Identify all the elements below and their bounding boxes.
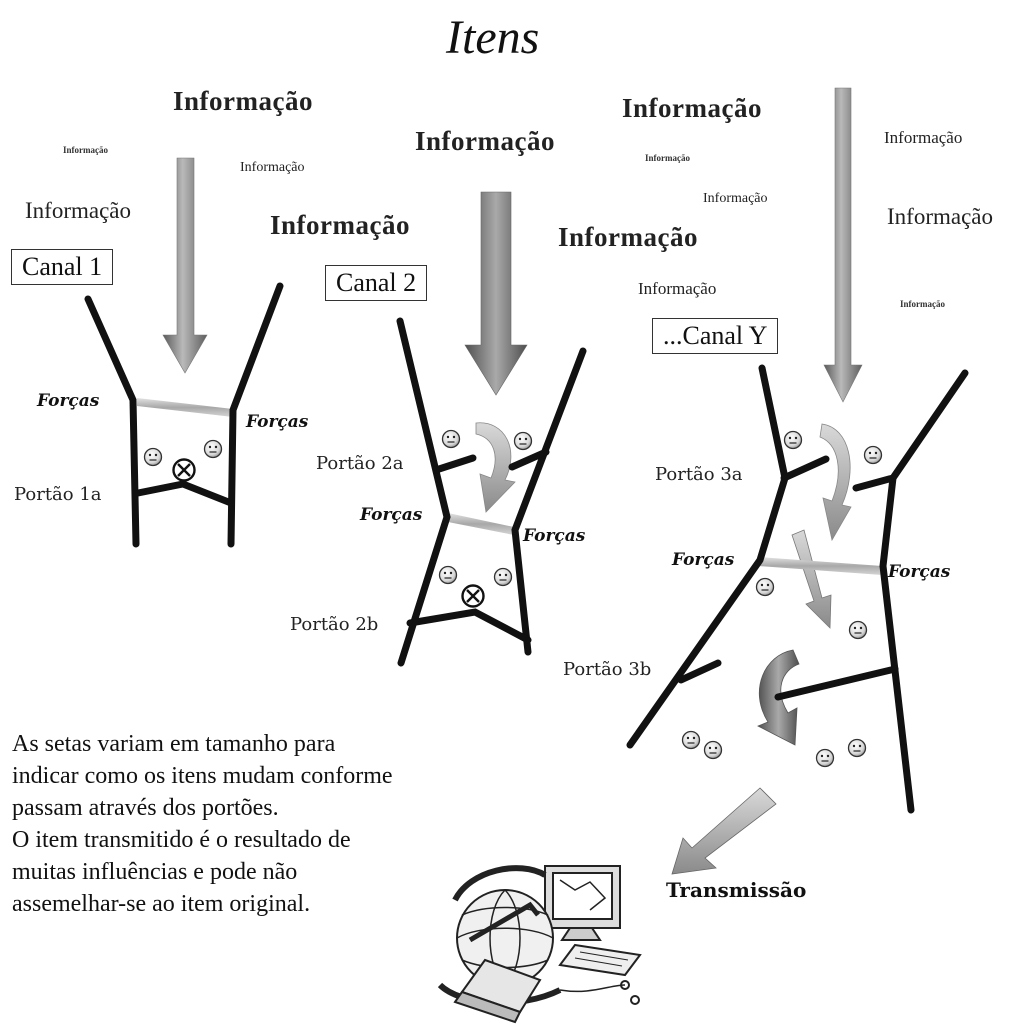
transmission-label: Transmissão [666, 878, 806, 902]
diagram-title: Itens [446, 10, 539, 65]
note-line: passam através dos portões. [12, 792, 393, 824]
channel-1-label: Canal 1 [11, 249, 113, 285]
forces-label: Forças [246, 412, 308, 432]
channel-y-label: ...Canal Y [652, 318, 778, 354]
blocked-item-icon [174, 460, 195, 481]
diagonal-arrow-3-icon [792, 530, 831, 628]
note-line: O item transmitido é o resultado de [12, 824, 393, 856]
item-face-icon [850, 622, 867, 639]
info-label: Informação [884, 128, 962, 148]
note-line: muitas influências e pode não [12, 856, 393, 888]
forces-bar-1 [137, 398, 233, 417]
info-arrow-2-icon [465, 192, 527, 395]
gate-label: Portão 3a [655, 464, 743, 485]
item-face-icon [145, 449, 162, 466]
item-face-icon [705, 742, 722, 759]
forces-bar-3 [758, 557, 882, 575]
forces-label: Forças [523, 526, 585, 546]
forces-label: Forças [37, 391, 99, 411]
info-label: Informação [25, 198, 131, 224]
forces-bar-2 [448, 513, 514, 535]
channel-2 [400, 192, 583, 663]
note-line: As setas variam em tamanho para [12, 728, 393, 760]
info-label: Informação [622, 93, 762, 124]
note-line: assemelhar-se ao item original. [12, 888, 393, 920]
info-label: Informação [415, 126, 555, 157]
info-label: Informação [638, 279, 716, 299]
info-label: Informação [558, 222, 698, 253]
item-face-icon [495, 569, 512, 586]
info-label: Informação [173, 86, 313, 117]
gate-label: Portão 1a [14, 484, 102, 505]
explanatory-note: As setas variam em tamanho para indicar … [12, 728, 393, 920]
item-face-icon [865, 447, 882, 464]
forces-label: Forças [888, 562, 950, 582]
info-label: Informação [900, 299, 945, 309]
info-label: Informação [270, 210, 410, 241]
curved-arrow-3a-icon [820, 424, 851, 540]
forces-label: Forças [360, 505, 422, 525]
forces-label: Forças [672, 550, 734, 570]
info-label: Informação [645, 153, 690, 163]
note-line: indicar como os itens mudam conforme [12, 760, 393, 792]
gate-label: Portão 2a [316, 453, 404, 474]
computer-network-clipart-icon [440, 866, 640, 1022]
item-face-icon [849, 740, 866, 757]
gate-label: Portão 2b [290, 614, 378, 635]
item-face-icon [205, 441, 222, 458]
info-label: Informação [240, 160, 305, 176]
info-label: Informação [887, 204, 993, 230]
channel-y [630, 88, 965, 810]
info-arrow-1-icon [163, 158, 207, 373]
transmission-arrow-icon [672, 788, 776, 874]
info-label: Informação [703, 191, 768, 207]
info-arrow-3-icon [824, 88, 862, 402]
item-face-icon [785, 432, 802, 449]
item-face-icon [443, 431, 460, 448]
channel-2-label: Canal 2 [325, 265, 427, 301]
info-label: Informação [63, 145, 108, 155]
item-face-icon [440, 567, 457, 584]
item-face-icon [817, 750, 834, 767]
item-face-icon [757, 579, 774, 596]
blocked-item-icon [463, 586, 484, 607]
gate-label: Portão 3b [563, 659, 651, 680]
item-face-icon [515, 433, 532, 450]
item-face-icon [683, 732, 700, 749]
